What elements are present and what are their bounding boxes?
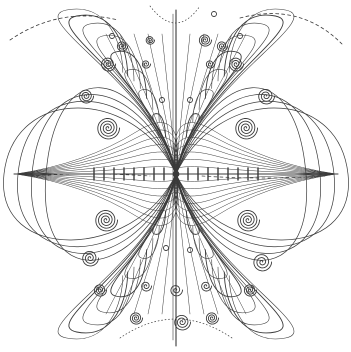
dashed-guide-curve [150, 6, 200, 23]
spiral-vortex [230, 58, 244, 71]
spiral-vortex [142, 282, 152, 291]
fan-line [176, 174, 204, 314]
field-loop [111, 51, 176, 174]
spiral-vortex [146, 37, 154, 45]
fan-line [174, 174, 336, 225]
spiral-vortex [238, 211, 260, 231]
dashed-guide-curve [240, 14, 342, 44]
small-node [238, 34, 243, 39]
spiral-vortex [236, 119, 258, 139]
fan-line [148, 34, 176, 174]
spiral-vortex [171, 286, 183, 296]
spiral-vortex [102, 58, 116, 71]
small-node [164, 246, 169, 251]
spiral-vortex [83, 251, 99, 266]
spiral-vortex [254, 255, 272, 271]
spiral-vortex [96, 211, 118, 231]
spiral-vortex [175, 315, 191, 330]
fan-line [174, 123, 336, 174]
spiral-vortex [199, 35, 211, 46]
fan-line [16, 174, 178, 225]
spiral-vortex [259, 89, 275, 104]
field-loop [176, 51, 241, 174]
spiral-vortex [206, 61, 214, 68]
spiral-vortex [98, 119, 120, 139]
small-node [110, 34, 115, 39]
fan-line [176, 34, 204, 174]
small-node [212, 12, 217, 17]
spiral-vortex [130, 313, 142, 324]
fan-line [16, 123, 178, 174]
spiral-vortex [206, 313, 218, 324]
spiral-vortex [202, 282, 212, 291]
spiral-vortex [80, 90, 94, 103]
